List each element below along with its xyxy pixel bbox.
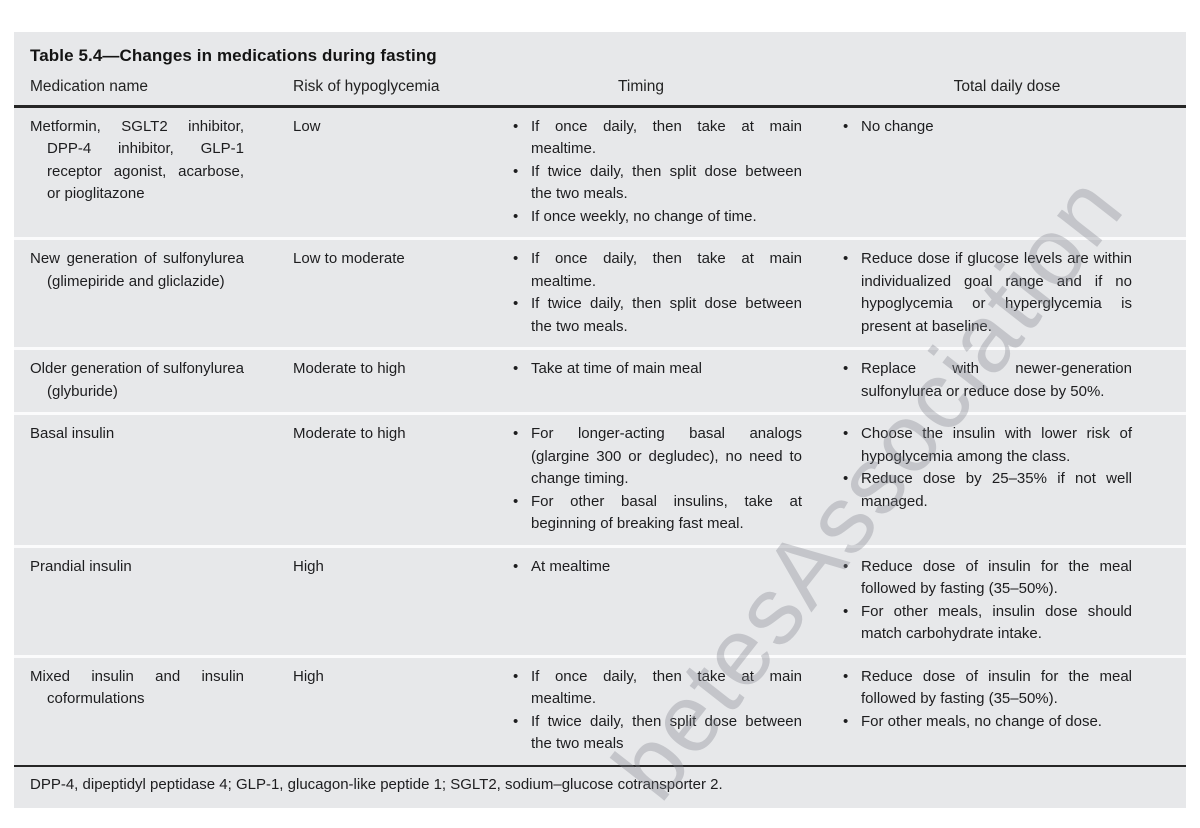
table-row: Basal insulin Moderate to high For longe…: [14, 412, 1186, 545]
total-daily-dose-cell: Reduce dose of insulin for the meal foll…: [842, 666, 1172, 756]
dose-bullet-item: Reduce dose of insulin for the meal foll…: [842, 556, 1172, 601]
dose-bullet-item: Reduce dose by 25–35% if not well manage…: [842, 468, 1172, 513]
timing-bullet-item: If once daily, then take at main mealtim…: [512, 666, 842, 711]
col-header-risk-of-hypoglycemia: Risk of hypoglycemia: [293, 78, 440, 95]
total-daily-dose-cell: Choose the insulin with lower risk of hy…: [842, 423, 1172, 536]
table-body: Metformin, SGLT2 inhibitor, DPP-4 inhibi…: [14, 108, 1186, 765]
abbreviations-footnote: DPP-4, dipeptidyl peptidase 4; GLP-1, gl…: [30, 775, 723, 793]
medication-name-cell: Older generation of sulfonylurea (glybur…: [30, 360, 244, 400]
risk-cell: Low: [293, 117, 321, 135]
col-header-medication-name: Medication name: [30, 78, 149, 95]
table-row: Older generation of sulfonylurea (glybur…: [14, 347, 1186, 412]
timing-bullet-item: If once daily, then take at main mealtim…: [512, 116, 842, 161]
table-row: Mixed insulin and insulin coformulations…: [14, 654, 1186, 765]
table-header-row: Medication name Risk of hypoglycemia Tim…: [14, 78, 1186, 108]
timing-bullet-item: For longer-acting basal analogs (glargin…: [512, 423, 842, 491]
col-header-timing: Timing: [618, 78, 664, 95]
table-title: Table 5.4—Changes in medications during …: [30, 46, 437, 65]
risk-cell: Moderate to high: [293, 360, 406, 378]
dose-bullet-item: Choose the insulin with lower risk of hy…: [842, 423, 1172, 468]
timing-bullet-item: At mealtime: [512, 556, 842, 579]
medication-name-cell: Basal insulin: [30, 425, 115, 443]
table-row: Prandial insulin High At mealtime Reduce…: [14, 544, 1186, 655]
timing-cell: Take at time of main meal: [512, 358, 842, 403]
timing-cell: For longer-acting basal analogs (glargin…: [512, 423, 842, 536]
total-daily-dose-cell: No change: [842, 116, 1172, 229]
dose-bullet-item: No change: [842, 116, 1172, 139]
medication-name-cell: Mixed insulin and insulin coformulations: [30, 667, 244, 708]
medication-table: Table 5.4—Changes in medications during …: [14, 32, 1186, 808]
timing-bullet-item: If twice daily, then split dose between …: [512, 293, 842, 338]
timing-bullet-item: If once weekly, no change of time.: [512, 206, 842, 229]
timing-cell: If once daily, then take at main mealtim…: [512, 116, 842, 229]
table-row: New generation of sulfonylurea (glimepir…: [14, 237, 1186, 347]
table-bottom-rule: [14, 764, 1186, 767]
timing-bullet-item: Take at time of main meal: [512, 358, 842, 381]
timing-cell: If once daily, then take at main mealtim…: [512, 666, 842, 756]
risk-cell: Low to moderate: [293, 250, 405, 268]
risk-cell: High: [293, 557, 324, 575]
risk-cell: Moderate to high: [293, 425, 406, 443]
dose-bullet-item: For other meals, insulin dose should mat…: [842, 601, 1172, 646]
total-daily-dose-cell: Reduce dose if glucose levels are within…: [842, 248, 1172, 338]
col-header-total-daily-dose: Total daily dose: [953, 78, 1061, 95]
timing-cell: At mealtime: [512, 556, 842, 646]
timing-bullet-item: For other basal insulins, take at beginn…: [512, 491, 842, 536]
timing-bullet-item: If once daily, then take at main mealtim…: [512, 248, 842, 293]
dose-bullet-item: Reduce dose if glucose levels are within…: [842, 248, 1172, 338]
total-daily-dose-cell: Reduce dose of insulin for the meal foll…: [842, 556, 1172, 646]
dose-bullet-item: Reduce dose of insulin for the meal foll…: [842, 666, 1172, 711]
dose-bullet-item: Replace with newer-generation sulfonylur…: [842, 358, 1172, 403]
medication-name-cell: New generation of sulfonylurea (glimepir…: [30, 250, 244, 290]
total-daily-dose-cell: Replace with newer-generation sulfonylur…: [842, 358, 1172, 403]
table-row: Metformin, SGLT2 inhibitor, DPP-4 inhibi…: [14, 108, 1186, 238]
medication-name-cell: Prandial insulin: [30, 557, 132, 575]
timing-cell: If once daily, then take at main mealtim…: [512, 248, 842, 338]
timing-bullet-item: If twice daily, then split dose between …: [512, 161, 842, 206]
risk-cell: High: [293, 667, 324, 685]
timing-bullet-item: If twice daily, then split dose between …: [512, 711, 842, 756]
medication-name-cell: Metformin, SGLT2 inhibitor, DPP-4 inhibi…: [30, 117, 244, 203]
dose-bullet-item: For other meals, no change of dose.: [842, 711, 1172, 734]
